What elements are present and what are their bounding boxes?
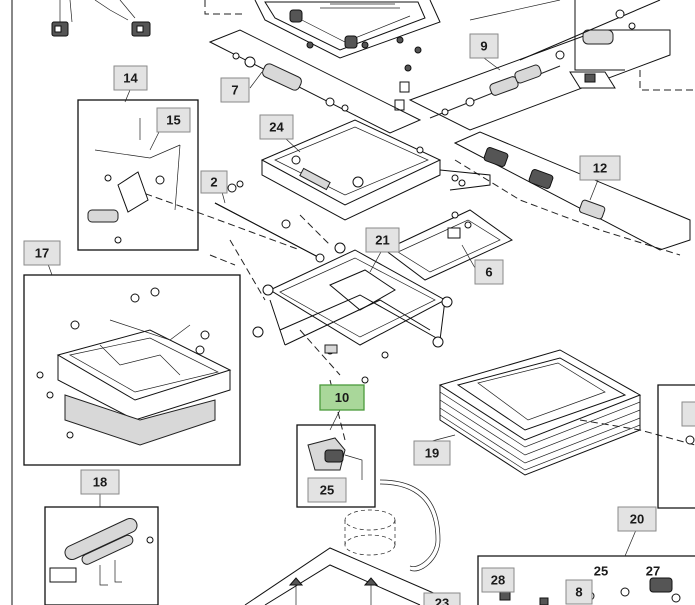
callout-28-label: 28: [491, 573, 505, 588]
callout-6-label: 6: [485, 265, 492, 280]
callout-21-label: 21: [375, 233, 389, 248]
callout-10-highlighted: 10: [319, 384, 365, 411]
scissor-mechanism-21: [252, 242, 453, 384]
callout-27: 27: [646, 564, 660, 579]
callout-20-label: 20: [630, 512, 644, 527]
callout-2-label: 2: [210, 175, 217, 190]
callout-18-label: 18: [93, 475, 107, 490]
callout-23: 23: [423, 592, 461, 605]
screw-parts: [306, 36, 422, 111]
panel-7-outline: [208, 29, 422, 134]
callout-28: 28: [481, 567, 515, 593]
callout-8-label: 8: [575, 585, 582, 600]
callout-12-label: 12: [593, 161, 607, 176]
upper-frame-assembly: [254, 0, 441, 59]
callout-25-bottom-label: 25: [594, 564, 608, 579]
callout-8: 8: [565, 579, 593, 605]
callout-18: 18: [80, 469, 120, 495]
callout-10-label: 10: [335, 390, 349, 405]
detail-box-bottom: [244, 547, 446, 605]
callout-25-bottom: 25: [594, 564, 608, 579]
callout-23-label: 23: [435, 596, 449, 605]
callout-21: 21: [365, 227, 400, 253]
callout-9: 9: [469, 33, 499, 59]
callout-25-detail-label: 25: [320, 483, 334, 498]
callout-6: 6: [474, 259, 504, 285]
callout-7: 7: [220, 77, 250, 103]
callout-19-label: 19: [425, 446, 439, 461]
callout-15-label: 15: [166, 113, 180, 128]
callout-2: 2: [200, 170, 228, 194]
detail-box-right: [657, 384, 695, 509]
callout-14-label: 14: [123, 71, 138, 86]
callout-27-label: 27: [646, 564, 660, 579]
detail-box-10: [296, 424, 376, 508]
detail-box-17: [23, 274, 241, 466]
detail-box-14: [77, 99, 199, 251]
detail-box-18: [44, 506, 159, 605]
callout-24: 24: [259, 114, 294, 140]
panel-12-outline: [453, 131, 691, 251]
callout-20: 20: [617, 506, 657, 532]
callout-15: 15: [156, 107, 191, 133]
callout-17: 17: [23, 240, 61, 266]
callout-9-label: 9: [480, 39, 487, 54]
cushion-19-part: [438, 349, 642, 476]
harness-connector-part: [51, 0, 151, 37]
callout-17-label: 17: [35, 246, 49, 261]
callout-19: 19: [413, 440, 451, 466]
callout-14: 14: [113, 65, 148, 91]
detail-box-20: [477, 555, 695, 605]
cable-part: [344, 479, 441, 572]
panel-9-outline: [408, 0, 671, 131]
callout-12: 12: [579, 155, 621, 181]
callout-7-label: 7: [231, 83, 238, 98]
callout-right-edge: [681, 401, 695, 427]
callout-24-label: 24: [269, 120, 284, 135]
callout-25-detail: 25: [307, 477, 347, 503]
rod-2-part: [214, 180, 325, 263]
panel-6-outline: [384, 169, 513, 281]
